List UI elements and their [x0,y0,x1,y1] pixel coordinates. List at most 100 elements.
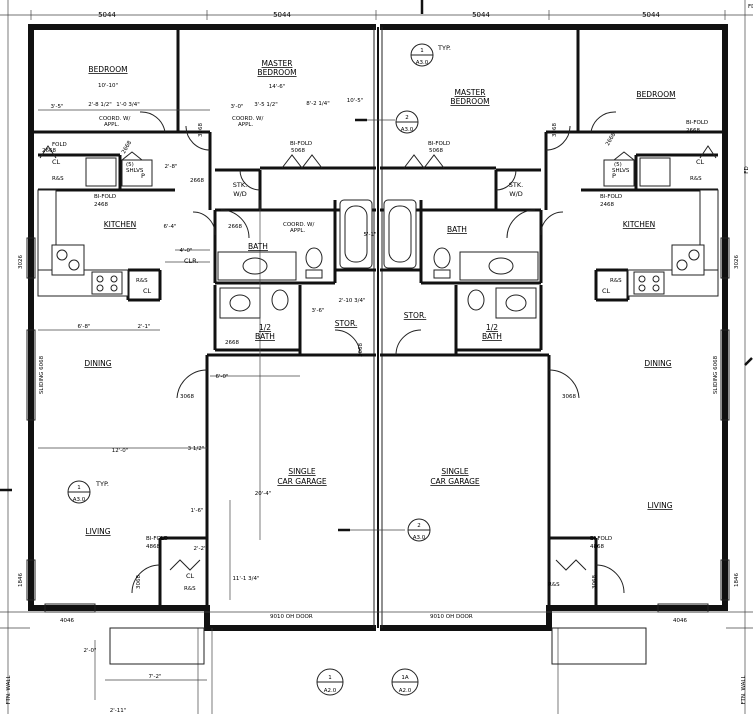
svg-text:CL: CL [143,287,152,295]
svg-text:BI-FOLD: BI-FOLD [94,194,116,200]
fixtures [37,157,719,319]
room-garage-left-2: CAR GARAGE [277,477,327,486]
stk-wd-right-1: STK. [509,181,523,189]
svg-text:BI-FOLD: BI-FOLD [600,194,622,200]
section-marker-top: 1 A3.0 TYP. [410,43,451,67]
svg-text:FOLD: FOLD [52,142,67,148]
room-garage-left-1: SINGLE [288,467,316,476]
svg-text:FTN. WALL: FTN. WALL [6,675,12,705]
svg-text:R&S: R&S [52,176,64,182]
svg-text:2'-0": 2'-0" [83,648,96,654]
svg-text:10'-5": 10'-5" [347,98,364,104]
svg-text:2'-11": 2'-11" [110,708,127,714]
svg-text:COORD. W/: COORD. W/ [232,116,263,122]
svg-text:1846: 1846 [734,573,740,587]
svg-text:3068: 3068 [552,123,558,137]
svg-text:FD: FD [744,166,750,173]
svg-text:4868: 4868 [146,544,160,550]
bifold-doors [39,145,717,571]
room-kitchen-right: KITCHEN [623,220,656,229]
svg-text:BI-FOLD: BI-FOLD [428,141,450,147]
svg-text:A2.0: A2.0 [399,688,412,694]
svg-text:R&S: R&S [184,586,196,592]
svg-text:1: 1 [77,485,81,491]
svg-text:(5): (5) [126,162,134,168]
svg-text:3068: 3068 [358,343,364,357]
svg-text:P: P [612,172,616,180]
svg-text:CL: CL [186,572,195,580]
svg-text:11'-1 3/4": 11'-1 3/4" [232,576,259,582]
stk-wd-left-2: W/D [233,190,247,198]
svg-text:A3.0: A3.0 [413,535,426,541]
room-half-bath-right-1: 1/2 [486,323,498,332]
room-living-right: LIVING [647,501,672,510]
svg-text:4046: 4046 [673,618,687,624]
svg-text:BI-FOLD: BI-FOLD [590,536,612,542]
svg-text:3068: 3068 [180,394,194,400]
svg-text:BI-FOLD: BI-FOLD [146,536,168,542]
svg-text:5044: 5044 [472,11,490,19]
svg-text:1'-6": 1'-6" [190,508,203,514]
svg-text:CL: CL [602,287,611,295]
svg-text:SHLVS: SHLVS [612,168,630,174]
svg-text:2'-2": 2'-2" [193,546,206,552]
svg-text:COORD. W/: COORD. W/ [283,222,314,228]
svg-text:FTN. WALL: FTN. WALL [741,675,747,705]
svg-text:5'-1": 5'-1" [363,232,376,238]
svg-text:BI-FOLD: BI-FOLD [290,141,312,147]
svg-text:APPL.: APPL. [290,228,305,234]
svg-text:1: 1 [328,675,332,681]
interior-walls [31,27,725,608]
svg-text:(5): (5) [614,162,622,168]
svg-text:A3.0: A3.0 [73,497,86,503]
stk-wd-left-1: STK. [233,181,247,189]
room-bedroom-right: BEDROOM [636,90,675,99]
room-kitchen-left: KITCHEN [104,220,137,229]
svg-text:APPL.: APPL. [104,122,119,128]
svg-text:2668: 2668 [605,132,617,148]
room-half-bath-left-1: 1/2 [259,323,271,332]
section-cut-lines [0,0,753,532]
svg-text:R&S: R&S [610,278,622,284]
svg-text:3'-0": 3'-0" [230,104,243,110]
svg-text:7'-2": 7'-2" [148,674,161,680]
svg-text:SLIDING 6068: SLIDING 6068 [39,355,45,394]
door-swings [131,111,625,594]
room-living-left: LIVING [85,527,110,536]
svg-text:2468: 2468 [94,202,108,208]
svg-text:3026: 3026 [734,255,740,269]
svg-text:5044: 5044 [642,11,660,19]
room-master-right-2: BEDROOM [450,97,489,106]
room-bath-left: BATH [248,242,268,251]
svg-text:2'-1": 2'-1" [137,324,150,330]
svg-text:3068: 3068 [198,123,204,137]
svg-text:1A: 1A [401,675,408,681]
svg-text:6'-0": 6'-0" [215,374,228,380]
svg-text:3026: 3026 [18,255,24,269]
top-dimension-labels: 5044 5044 5044 5044 FD [98,4,753,19]
svg-text:1: 1 [420,48,424,54]
svg-text:BI-FOLD: BI-FOLD [686,120,708,126]
svg-text:TYP.: TYP. [95,480,109,488]
section-marker-living: 1 A3.0 TYP. [67,480,109,504]
section-marker-garage: 2 A3.0 [407,518,431,542]
svg-text:6'-8": 6'-8" [77,324,90,330]
room-garage-right-2: CAR GARAGE [430,477,480,486]
svg-text:SLIDING 6068: SLIDING 6068 [713,355,719,394]
room-half-bath-right-2: BATH [482,332,502,341]
svg-text:CL: CL [696,158,705,166]
elevation-marker-left: 1 A2.0 [316,668,344,696]
svg-text:CL: CL [52,158,61,166]
svg-text:SHLVS: SHLVS [126,168,144,174]
svg-text:10'-10": 10'-10" [98,83,118,89]
svg-text:1846: 1846 [18,573,24,587]
svg-text:CLR.: CLR. [184,257,199,265]
svg-text:2468: 2468 [600,202,614,208]
porches [109,627,647,665]
svg-text:9010 OH DOOR: 9010 OH DOOR [270,614,313,620]
room-dining-left: DINING [84,359,111,368]
section-marker-upper: 2 A3.0 [395,110,419,134]
annotations: FOLD 2668 CL R&S (5) SHLVS P COORD. W/ A… [42,116,708,624]
